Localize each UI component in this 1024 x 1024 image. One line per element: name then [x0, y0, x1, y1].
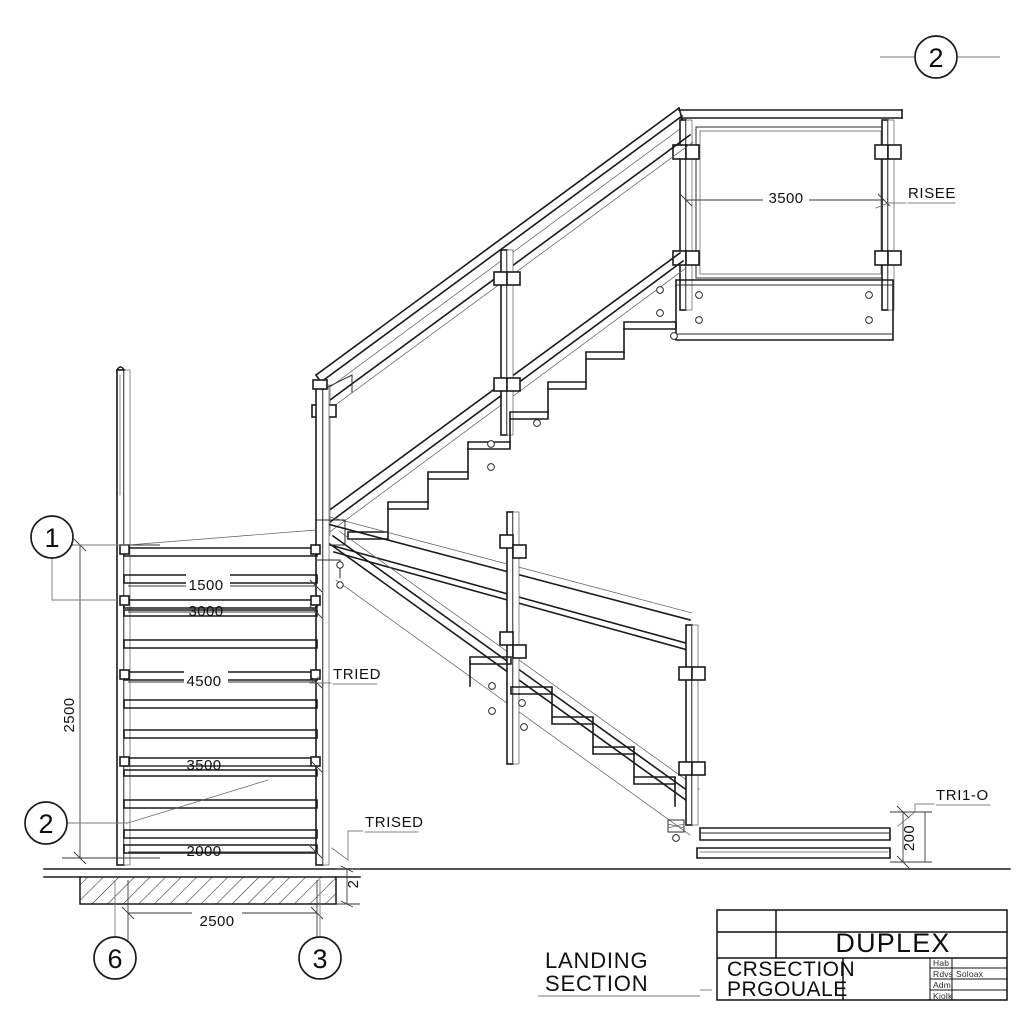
title-block-meta-key-3: Kiolk — [933, 991, 953, 1001]
note-tri1-o: TRI1-O — [936, 787, 989, 804]
bubble-top-right-label: 2 — [928, 43, 943, 73]
title-block-type-line1: CRSECTION — [727, 958, 855, 981]
bubble-bottom-right-label: 3 — [312, 944, 327, 974]
bubble-markers[interactable]: 2 1 2 6 3 — [24, 35, 958, 980]
dim-landing-200: 200 — [901, 825, 918, 851]
bubble-left-lower[interactable]: 2 — [24, 801, 68, 845]
title-block-project-name: DUPLEX — [835, 928, 950, 958]
dim-slab-thickness: 2 — [345, 880, 362, 889]
guard-post — [499, 511, 527, 765]
landing-platform — [43, 827, 1011, 870]
view-title-line2: SECTION — [545, 971, 648, 996]
guard-post — [678, 624, 706, 826]
dim-riser-2000: 2000 — [187, 843, 222, 860]
concrete-slab — [43, 876, 361, 905]
dim-riser-3500: 3500 — [187, 757, 222, 774]
note-trised: TRISED — [365, 814, 424, 831]
view-title: LANDING SECTION — [538, 948, 700, 997]
upper-stair-treads — [347, 321, 677, 540]
bubble-left-lower-label: 2 — [38, 809, 53, 839]
dim-riser-4500: 4500 — [187, 673, 222, 690]
dim-base-width-2500: 2500 — [200, 913, 235, 930]
bubble-left-upper-label: 1 — [44, 523, 59, 553]
title-block-meta-key-1: Rdvs — [933, 969, 953, 979]
lower-flight-assembly — [319, 511, 706, 842]
bubble-top-right[interactable]: 2 — [914, 35, 958, 79]
dim-upper-3500: 3500 — [769, 190, 804, 207]
annotation-text-group: TRIED TRISED RISEE TRI1-O — [332, 185, 991, 833]
dim-riser-1500: 1500 — [189, 577, 224, 594]
title-block-meta-key-2: Adm — [933, 980, 951, 990]
left-step-frame — [115, 366, 353, 866]
dim-height-2500: 2500 — [61, 698, 78, 733]
upper-flight-assembly — [311, 106, 903, 540]
note-risee: RISEE — [908, 185, 956, 202]
guard-post — [672, 119, 700, 311]
guard-post — [493, 249, 521, 436]
guard-post — [874, 119, 902, 311]
bubble-leaders — [51, 56, 1000, 937]
bubble-bottom-right[interactable]: 3 — [298, 936, 342, 980]
title-block-type-line2: PRGOUALE — [727, 978, 848, 1001]
title-block-meta-key-0: Hab — [933, 958, 949, 968]
dim-riser-3000: 3000 — [189, 603, 224, 620]
bubble-left-upper[interactable]: 1 — [30, 515, 74, 559]
view-title-line1: LANDING — [545, 948, 648, 973]
dimension-text-group: 1500 3000 4500 3500 2000 2500 2500 2 350… — [61, 188, 918, 930]
annotation-leaders — [308, 202, 935, 861]
lower-stair-treads — [469, 656, 676, 807]
title-block-meta-value-1: Soloax — [956, 969, 984, 979]
bubble-bottom-left-label: 6 — [107, 944, 122, 974]
note-tried: TRIED — [333, 666, 381, 683]
title-block: DUPLEX CRSECTION PRGOUALE Hab Rdvs Adm K… — [700, 909, 1008, 1001]
bubble-bottom-left[interactable]: 6 — [93, 936, 137, 980]
